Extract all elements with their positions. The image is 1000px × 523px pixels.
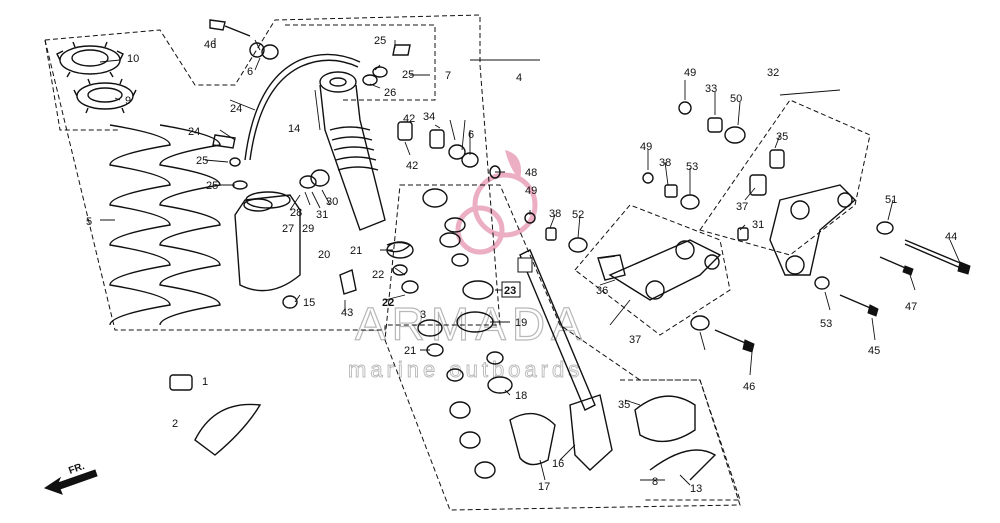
callout-35: 35	[776, 131, 788, 143]
washers-collars	[169, 19, 894, 479]
frame-cushion-connecting-rod	[699, 99, 871, 256]
watermark-brand: ARMADA	[355, 298, 588, 350]
callout-34: 32	[767, 67, 779, 79]
callout-52c: 53	[820, 318, 832, 330]
callout-33: 35	[618, 399, 630, 411]
callout-13: 15	[303, 297, 315, 309]
callout-18: 20	[318, 249, 330, 261]
callout-29: 30	[326, 196, 338, 208]
callout-42: 42	[403, 113, 415, 125]
shock-rod	[519, 249, 613, 471]
callout-25: 25	[196, 155, 208, 167]
callout-22: 22	[372, 269, 384, 281]
callout-30: 31	[316, 209, 328, 221]
callout-39: 37	[736, 201, 748, 213]
callout-1: 1	[202, 376, 208, 388]
callout-21a: 22	[382, 297, 394, 309]
watermark-logo	[455, 150, 538, 255]
callout-9: 9	[125, 95, 131, 107]
front-direction-label: FR.	[67, 461, 86, 477]
callout-19: 21	[404, 345, 416, 357]
callout-4: 4	[516, 72, 522, 84]
callout-7: 7	[445, 70, 451, 82]
callout-3: 3	[420, 309, 426, 321]
frame-reservoir-hose	[285, 24, 436, 101]
callout-24: 24	[188, 126, 200, 138]
callout-26: 27	[282, 223, 294, 235]
callout-51b: 51	[885, 194, 897, 206]
spring-guide	[649, 449, 717, 481]
callout-52b: 53	[686, 161, 698, 173]
callout-42b: 42	[406, 160, 418, 172]
cushion-arm	[597, 239, 722, 301]
callout-52: 52	[572, 209, 584, 221]
callout-box-21b	[501, 281, 521, 298]
callout-17: 19	[515, 317, 527, 329]
shock-spring	[109, 124, 221, 326]
parts	[43, 19, 971, 495]
callout-49b: 49	[525, 185, 537, 197]
callout-32: 34	[423, 111, 435, 123]
callout-43: 43	[341, 307, 353, 319]
callout-36: 33	[705, 83, 717, 95]
callout-2: 2	[172, 418, 178, 430]
callout-15: 17	[538, 481, 550, 493]
callout-28: 29	[302, 223, 314, 235]
callout-25d: 26	[384, 87, 396, 99]
callout-41: 38	[659, 157, 671, 169]
callout-labels: 46 6 10 9 5 24 14 24 25 25 25 25 26 7 4 …	[67, 35, 957, 495]
callout-50: 49	[684, 67, 696, 79]
callout-6b: 6	[468, 129, 474, 141]
callout-21b: 23	[504, 285, 516, 297]
frame-rear-shock-assembly	[44, 14, 501, 331]
callout-27: 28	[290, 207, 302, 219]
callout-10: 10	[127, 53, 139, 65]
callout-14: 16	[552, 458, 564, 470]
callout-23: 24	[230, 103, 242, 115]
watermark-tagline: marine outboards	[348, 357, 583, 382]
callout-31: 31	[752, 219, 764, 231]
reservoir	[234, 191, 301, 292]
frame-spring-adjuster	[44, 39, 120, 131]
callout-25c: 25	[402, 69, 414, 81]
front-direction-arrow	[43, 469, 98, 495]
group-frames	[44, 14, 871, 511]
callout-16: 18	[515, 390, 527, 402]
callout-45: 45	[868, 345, 880, 357]
callout-20: 21	[350, 245, 362, 257]
callout-49c: 49	[640, 141, 652, 153]
watermark: ARMADA marine outboards	[348, 150, 588, 382]
spring-adjuster-nut	[56, 41, 137, 114]
callout-37: 37	[629, 334, 641, 346]
callout-51: 50	[730, 93, 742, 105]
callout-5: 5	[86, 216, 92, 228]
reservoir-hose-inner	[249, 59, 359, 161]
callout-49: 48	[525, 167, 537, 179]
callout-46: 46	[743, 381, 755, 393]
callout-38: 36	[596, 285, 608, 297]
frame-shock-boot	[620, 379, 741, 501]
connecting-rod	[769, 184, 857, 276]
frame-cushion-arm	[574, 204, 731, 336]
callout-44: 44	[945, 231, 957, 243]
callout-25b: 25	[206, 180, 218, 192]
leader-lines: 46 6 10 9 5 24 14 24 25 25 25 25 26 7 4 …	[67, 35, 961, 495]
callout-8: 8	[652, 476, 658, 488]
dust-boot	[509, 412, 556, 466]
callout-6: 6	[247, 66, 253, 78]
callout-12: 14	[288, 123, 300, 135]
damper-body	[319, 71, 386, 231]
callout-48: 46	[204, 39, 216, 51]
callout-box-2	[517, 257, 533, 273]
bolts	[714, 239, 971, 353]
callout-24b: 25	[374, 35, 386, 47]
bump-rubber	[634, 395, 696, 443]
callout-40: 38	[549, 208, 561, 220]
reservoir-hose	[244, 53, 361, 161]
callout-11: 13	[690, 483, 702, 495]
callout-47: 47	[905, 301, 917, 313]
